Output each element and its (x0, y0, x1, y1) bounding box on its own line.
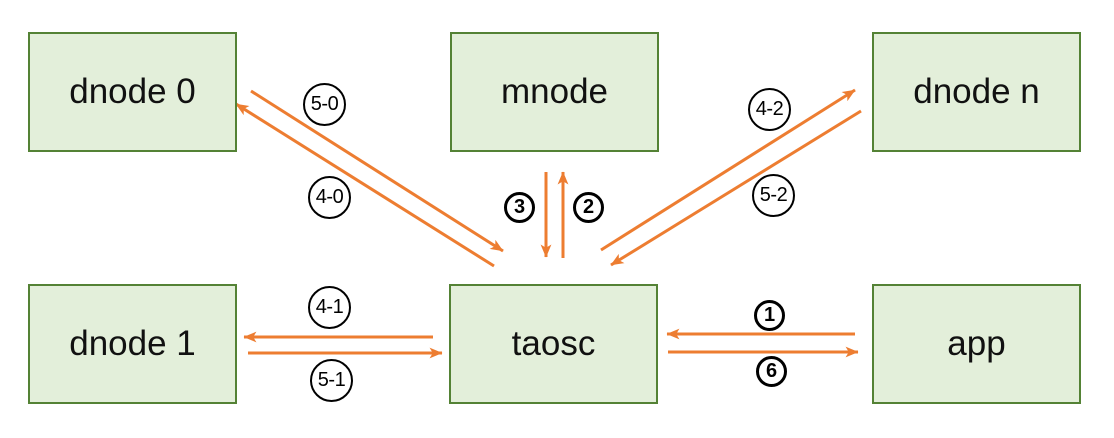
node-taosc-label: taosc (511, 324, 596, 363)
node-dnoden-label: dnode n (913, 72, 1040, 111)
node-dnode0-label: dnode 0 (69, 72, 196, 111)
arrow-4-0-taosc-to-dnode0 (235, 102, 495, 268)
node-dnode1-label: dnode 1 (69, 324, 196, 363)
arrow-5-0-dnode0-to-taosc (250, 89, 504, 253)
edge-label-5-1: 5-1 (310, 359, 353, 402)
edge-label-3: 3 (504, 192, 535, 223)
node-app-label: app (947, 324, 1006, 363)
edge-label-2: 2 (573, 192, 604, 223)
node-taosc: taosc (449, 284, 658, 404)
arrow-4-2-taosc-to-dnoden (600, 88, 856, 252)
edge-label-6: 6 (756, 356, 787, 387)
node-dnode1: dnode 1 (28, 284, 237, 404)
node-dnoden: dnode n (872, 32, 1081, 152)
edge-label-4-2: 4-2 (748, 88, 791, 131)
edge-label-4-0: 4-0 (308, 176, 351, 219)
edge-label-1: 1 (754, 300, 785, 331)
edge-label-5-2: 5-2 (752, 174, 795, 217)
edge-label-5-0: 5-0 (303, 83, 346, 126)
node-mnode: mnode (450, 32, 659, 152)
arrow-5-2-dnoden-to-taosc (610, 109, 862, 267)
node-app: app (872, 284, 1081, 404)
node-mnode-label: mnode (500, 72, 609, 111)
node-dnode0: dnode 0 (28, 32, 237, 152)
edge-label-4-1: 4-1 (308, 286, 351, 329)
